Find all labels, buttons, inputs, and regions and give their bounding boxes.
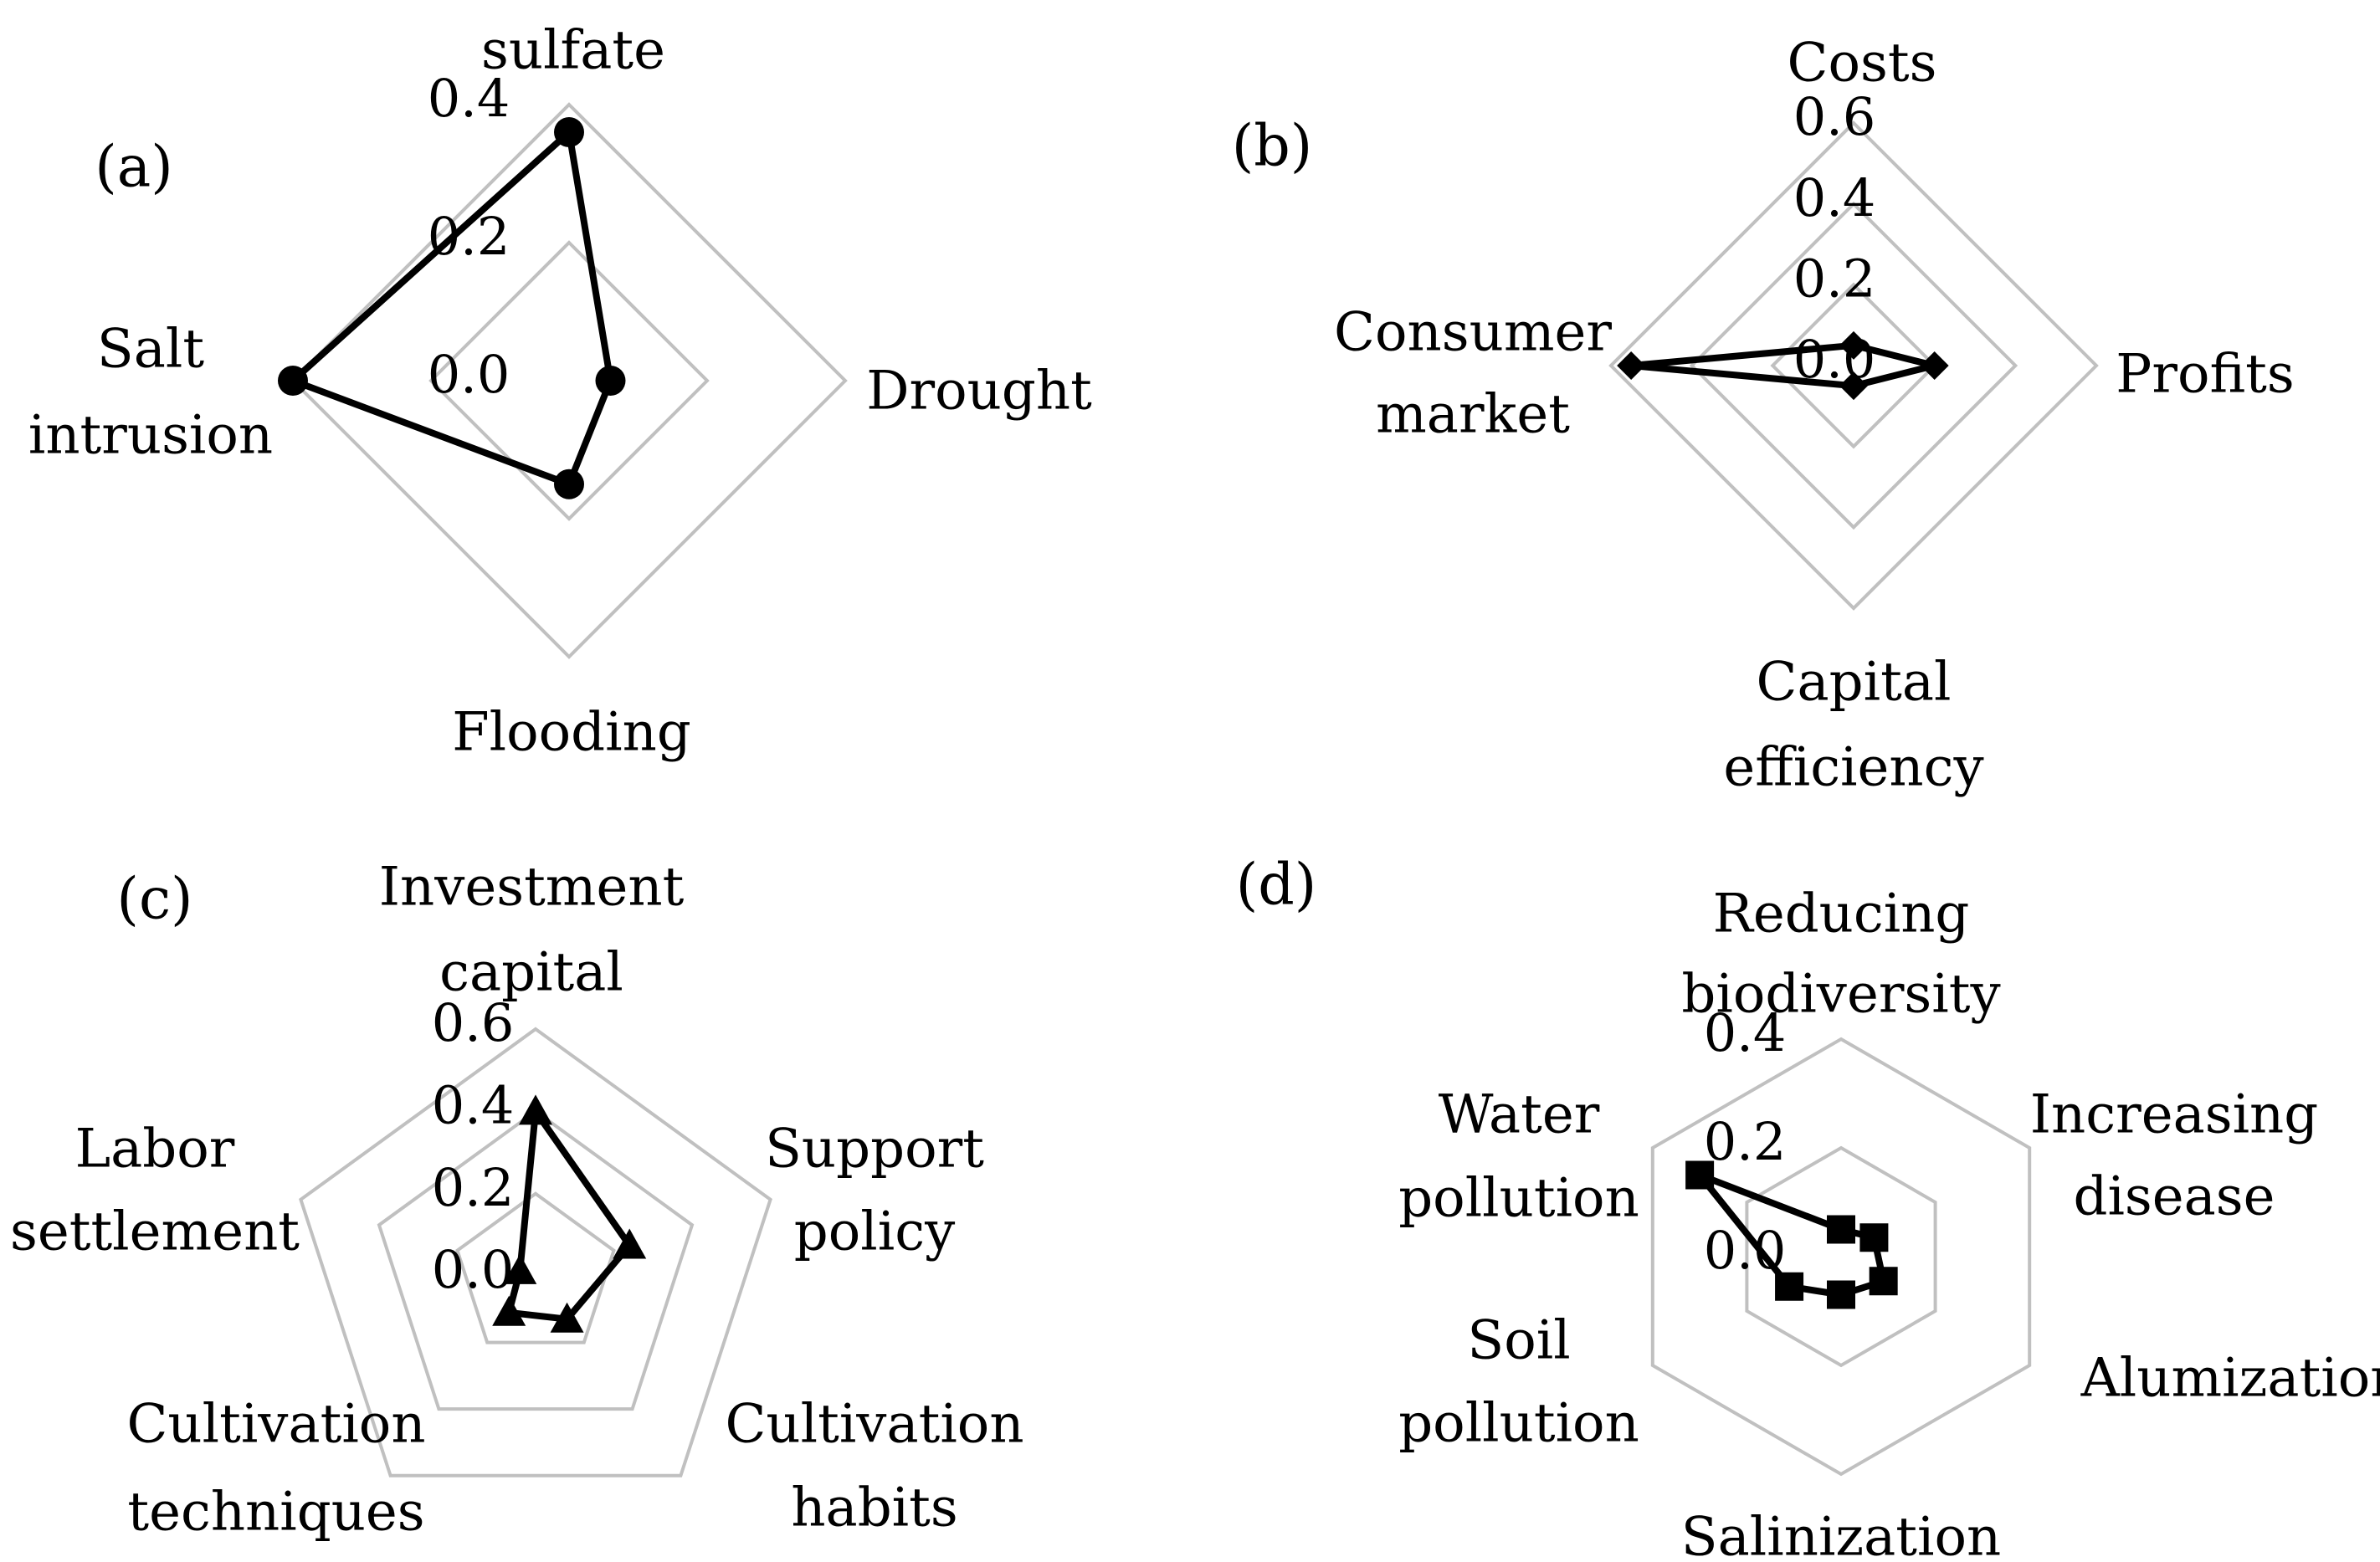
axis-label-salt-intrusion: intrusion xyxy=(28,405,273,467)
tick-label: 0.2 xyxy=(1793,248,1876,309)
grid-ring xyxy=(1650,1037,2032,1477)
grid-ring xyxy=(290,102,848,659)
panel-label: (d) xyxy=(1236,853,1317,919)
axis-label-cultivation-techniques: Cultivation xyxy=(126,1394,425,1456)
axis-label-cultivation-techniques: techniques xyxy=(127,1482,424,1544)
axis-label-profits: Profits xyxy=(2116,344,2294,406)
axis-label-soil-pollution: Soil xyxy=(1467,1310,1570,1372)
data-point-sulfate xyxy=(554,117,584,147)
series-line xyxy=(290,129,614,488)
data-point-labor-settlement xyxy=(503,1253,537,1284)
data-point-alumization xyxy=(1869,1267,1898,1296)
axis-label-increasing-disease: disease xyxy=(2073,1166,2275,1228)
grid-ring xyxy=(1745,1145,1937,1368)
tick-label: 0.6 xyxy=(432,992,515,1053)
grid-ring xyxy=(299,1027,772,1477)
data-point-water-pollution xyxy=(1685,1160,1715,1190)
data-point-consumer-market xyxy=(1617,351,1646,380)
axis-label-salinization: Salinization xyxy=(1681,1507,2001,1562)
axis-label-support-policy: policy xyxy=(794,1201,955,1263)
radar-panel-2: 0.00.20.40.6CostsProfitsCapitalefficienc… xyxy=(1232,33,2295,799)
axis-label-investment-capital: Investment xyxy=(379,857,685,919)
tick-label: 0.6 xyxy=(1793,86,1876,147)
data-point-drought xyxy=(595,366,626,396)
data-point-support-policy xyxy=(613,1228,647,1259)
series-line xyxy=(1628,341,1938,390)
tick-label: 0.0 xyxy=(432,1239,515,1300)
data-point-soil-pollution xyxy=(1775,1272,1804,1301)
axis-label-support-policy: Support xyxy=(765,1119,984,1180)
panel-label: (a) xyxy=(95,135,173,201)
axis-label-capital-efficiency: efficiency xyxy=(1723,737,1983,799)
axis-label-water-pollution: pollution xyxy=(1398,1168,1639,1230)
grid-ring xyxy=(377,1109,695,1411)
grid-ring xyxy=(1608,120,2099,611)
axis-label-cultivation-habits: habits xyxy=(791,1477,957,1539)
axis-label-drought: Drought xyxy=(866,361,1092,423)
axis-label-cultivation-habits: Cultivation xyxy=(725,1394,1023,1456)
panel-label: (c) xyxy=(116,867,192,933)
axis-label-sulfate: sulfate xyxy=(481,20,665,82)
data-point-increasing-disease xyxy=(1859,1223,1889,1252)
axis-label-alumization: Alumization xyxy=(2080,1348,2380,1410)
tick-label: 0.0 xyxy=(428,344,510,405)
tick-label: 0.4 xyxy=(1704,1002,1787,1063)
panel-label: (b) xyxy=(1232,114,1313,180)
tick-label: 0.4 xyxy=(428,68,510,129)
grid-ring xyxy=(428,240,710,521)
data-point-cultivation-techniques xyxy=(492,1295,526,1326)
axis-label-investment-capital: capital xyxy=(439,942,623,1004)
axis-label-reducing-biodiversity: biodiversity xyxy=(1681,964,2000,1026)
data-point-reducing-biodiversity xyxy=(1827,1215,1855,1244)
axis-label-reducing-biodiversity: Reducing xyxy=(1713,883,1970,945)
series-line xyxy=(505,1108,633,1323)
axis-label-soil-pollution: pollution xyxy=(1398,1393,1639,1455)
grid-ring xyxy=(1770,282,1937,449)
grid-ring xyxy=(455,1191,616,1344)
data-point-investment-capital xyxy=(519,1094,552,1125)
axis-label-labor-settlement: Labor xyxy=(75,1119,235,1180)
tick-label: 0.4 xyxy=(432,1074,515,1135)
axis-label-consumer-market: market xyxy=(1376,384,1570,446)
axis-label-labor-settlement: settlement xyxy=(10,1201,300,1263)
tick-label: 0.2 xyxy=(432,1157,515,1218)
axis-label-water-pollution: Water xyxy=(1439,1084,1600,1146)
axis-label-increasing-disease: Increasing xyxy=(2030,1084,2318,1146)
axis-label-capital-efficiency: Capital xyxy=(1757,652,1952,714)
tick-label: 0.2 xyxy=(428,206,510,267)
axis-label-consumer-market: Consumer xyxy=(1334,302,1612,364)
data-point-salinization xyxy=(1827,1280,1855,1309)
axis-label-salt-intrusion: Salt xyxy=(97,319,204,381)
tick-label: 0.2 xyxy=(1704,1111,1787,1172)
axis-label-flooding: Flooding xyxy=(452,702,691,764)
data-point-flooding xyxy=(554,469,584,499)
tick-label: 0.4 xyxy=(1793,167,1876,228)
data-point-costs xyxy=(1839,330,1868,360)
data-point-salt-intrusion xyxy=(278,366,308,396)
axis-label-costs: Costs xyxy=(1788,33,1937,95)
grid-ring xyxy=(1689,201,2018,530)
data-point-capital-efficiency xyxy=(1839,371,1868,401)
data-point-cultivation-habits xyxy=(550,1302,584,1333)
radar-panel-4: 0.00.20.4ReducingbiodiversityIncreasingd… xyxy=(1236,853,2380,1562)
data-point-profits xyxy=(1920,351,1949,380)
